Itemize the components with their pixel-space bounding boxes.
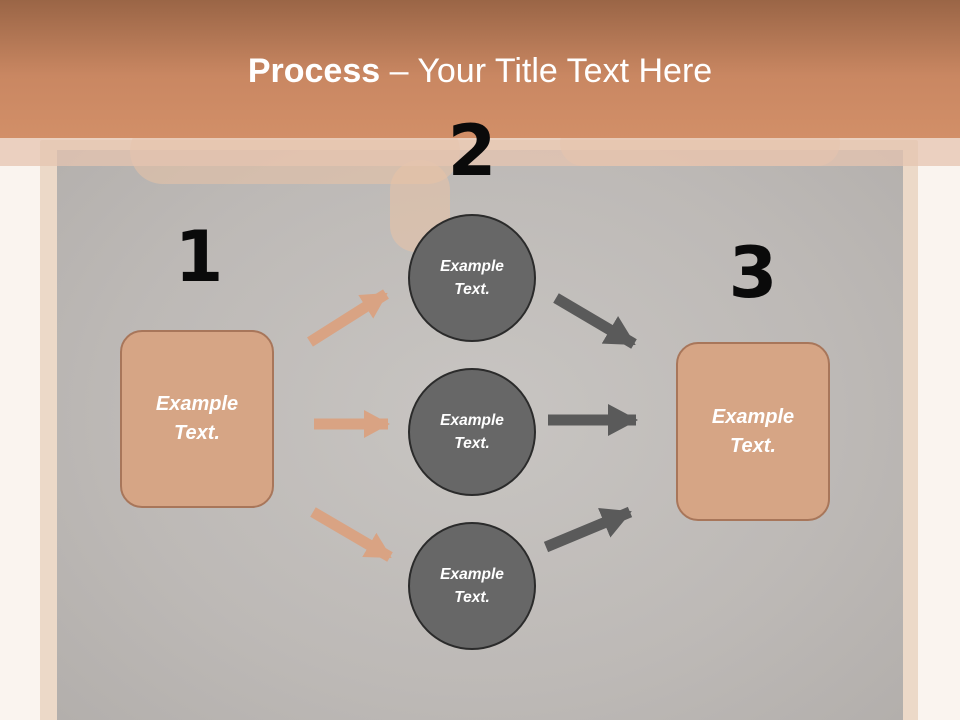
circle-3-line-1: Example [440,566,504,583]
circle-1-line-1: Example [440,258,504,275]
step-number-1: 1 [174,216,224,298]
circle-1-line-2: Text. [454,281,490,298]
step-number-3: 3 [728,232,778,314]
input-box-line-2: Text. [174,422,220,444]
right-side-panel [918,138,960,720]
title-strip [0,138,960,166]
left-side-panel [0,138,40,720]
output-box-line-1: Example [711,405,795,428]
output-box-line-2: Text. [730,434,776,457]
title-bar [0,0,960,138]
arrow-from-circle-3 [543,506,633,553]
title-strong: Process [247,52,381,90]
arrow-from-circle-1 [553,293,637,349]
slide-title: Process – Your Title Text Here [0,52,960,91]
title-rest: – Your Title Text Here [380,52,713,90]
input-box-line-1: Example [155,393,239,415]
arrow-to-circle-1 [307,289,389,347]
step-number-2: 2 [447,110,497,192]
circle-2-line-2: Text. [454,435,490,452]
arrow-to-circle-3 [310,507,393,562]
circle-2-line-1: Example [440,412,504,429]
circle-3-line-2: Text. [454,589,490,606]
